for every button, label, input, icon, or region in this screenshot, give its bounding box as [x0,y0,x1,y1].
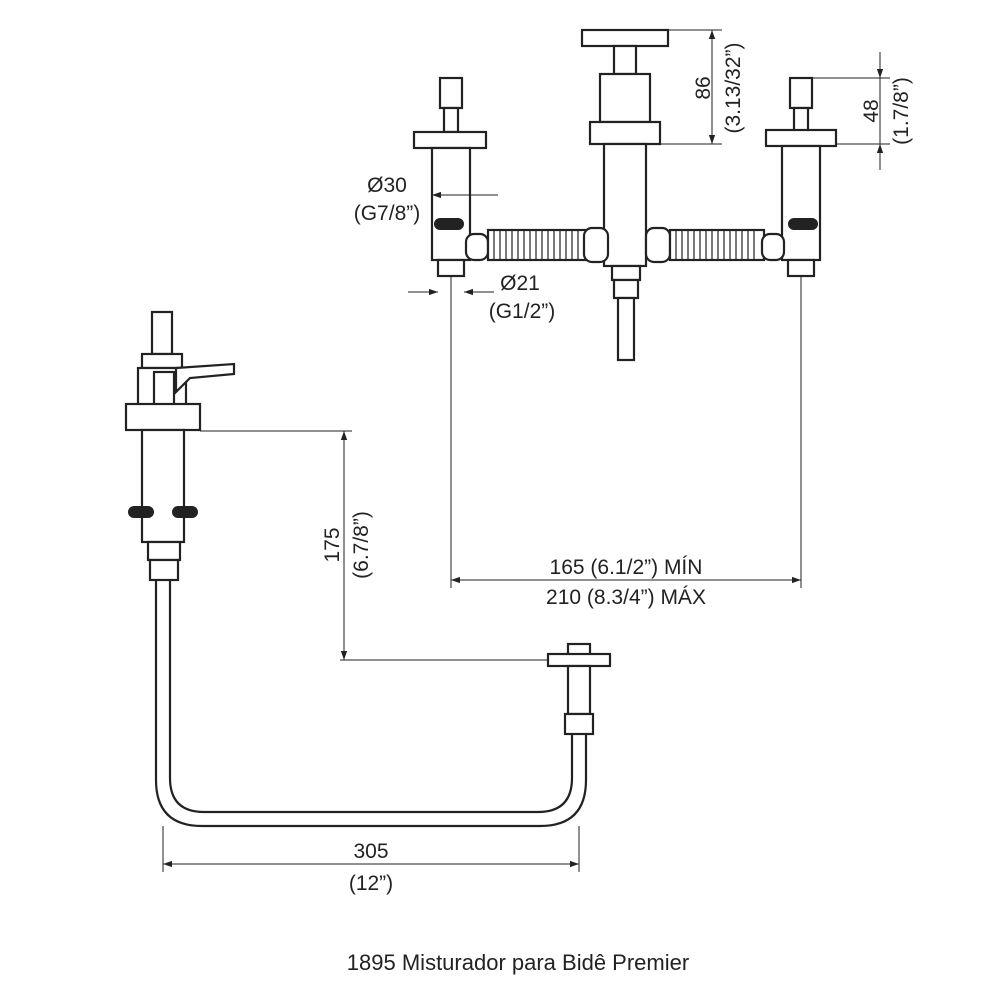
dim-handle-height-in: (1.7/8”) [890,77,913,145]
dim-rod-length: 305 [353,840,388,863]
dim-rod-length-in: (12”) [349,872,393,895]
dim-diameter-30: Ø30 [367,174,407,197]
dim-thread-g12: (G1/2”) [489,300,556,323]
right-valve [764,76,838,278]
dim-drain-height-in: (6.7/8”) [350,511,373,579]
dim-drain-height: 175 [321,527,344,562]
dim-spout-height: 86 [692,76,715,99]
dim-spacing-max: 210 (8.3/4”) MÁX [546,586,706,609]
dim-diameter-21: Ø21 [500,272,540,295]
drain-lever-body [124,310,236,582]
dim-thread-g78: (G7/8”) [354,202,421,225]
dim-spout-height-in: (3.13/32”) [722,42,745,133]
pop-up-rod [154,580,588,828]
drain-plug [546,642,612,736]
center-spout-body [580,28,670,362]
left-flex-hose [464,226,610,264]
right-flex-hose [644,226,786,264]
dimension-lines [162,29,890,872]
left-valve [412,76,488,278]
figure-caption: 1895 Misturador para Bidê Premier [347,950,689,975]
dim-handle-height: 48 [860,99,883,122]
dim-spacing-min: 165 (6.1/2”) MÍN [550,556,703,579]
